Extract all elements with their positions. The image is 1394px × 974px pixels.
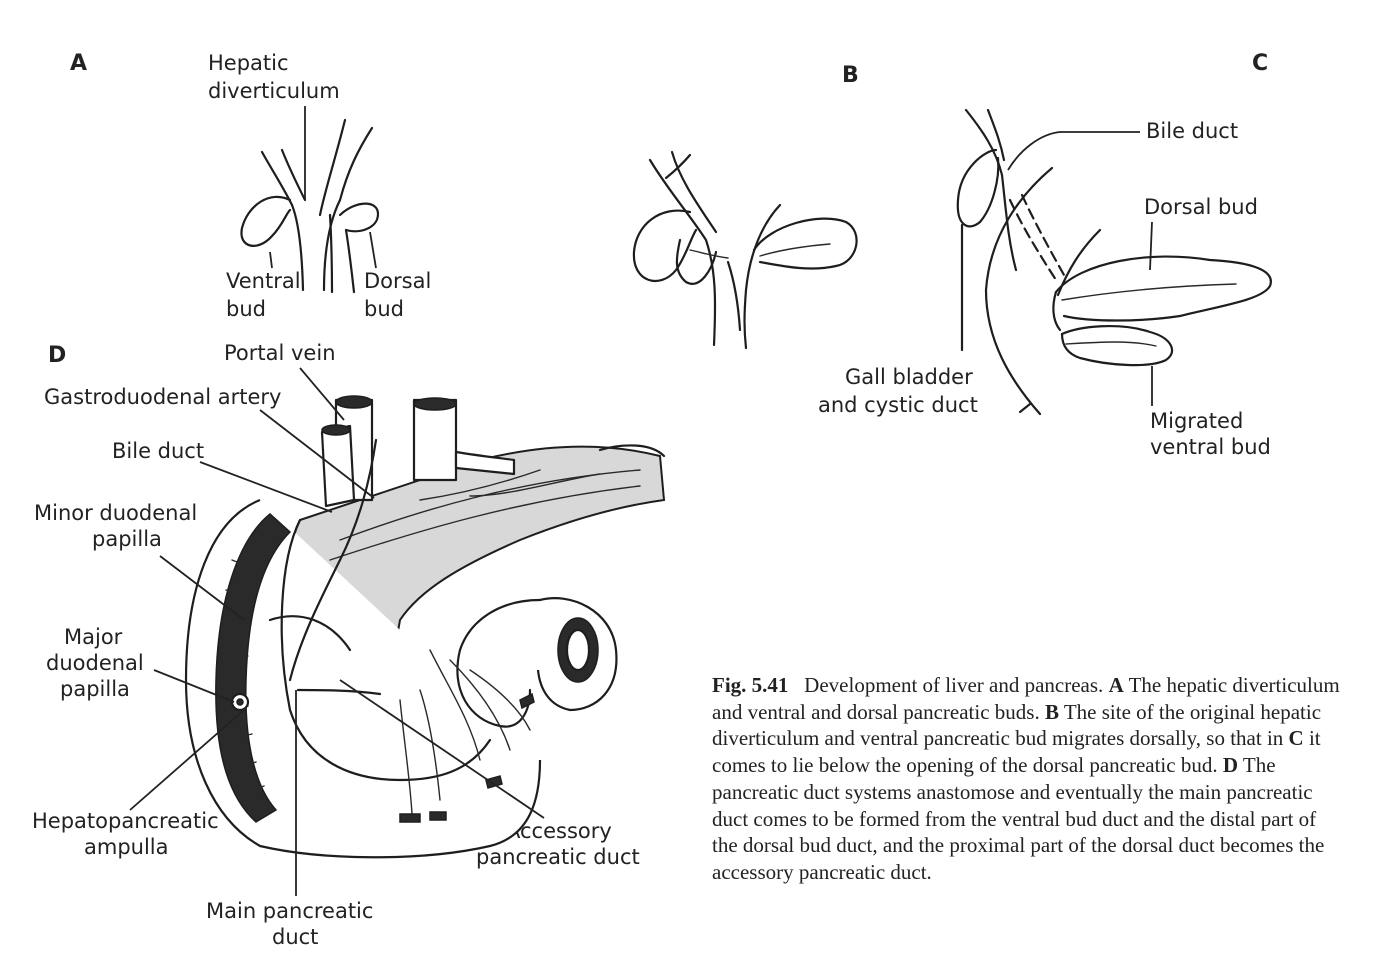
figure-caption: Fig. 5.41 Development of liver and pancr… xyxy=(712,672,1342,886)
label-hepatopancreatic-ampulla-2: ampulla xyxy=(84,835,169,859)
label-accessory-duct-2: pancreatic duct xyxy=(476,845,640,869)
leader-dorsal-bud-a xyxy=(369,231,377,269)
leader-bile-duct-c xyxy=(1007,131,1140,171)
caption-title: Development of liver and pancreas. xyxy=(804,673,1104,697)
label-bile-duct-c: Bile duct xyxy=(1146,119,1238,143)
panel-d: D Portal vein Gastroduodenal artery Bile… xyxy=(32,341,666,949)
caption-b-text: The site of the original hepatic diverti… xyxy=(712,699,1322,751)
caption-a-letter: A xyxy=(1108,673,1124,697)
caption-c-text: it comes to lie below the opening of the… xyxy=(712,726,1321,778)
label-minor-papilla-1: Minor duodenal xyxy=(34,501,197,525)
leader-accessory-duct xyxy=(339,679,545,819)
panel-b-letter: B xyxy=(842,63,859,88)
panel-d-letter: D xyxy=(48,343,66,368)
panel-c: C Bile duct Dorsal bud Gal xyxy=(818,51,1272,459)
label-migrated-ventral-bud-2: ventral bud xyxy=(1150,435,1271,459)
label-migrated-ventral-bud-1: Migrated xyxy=(1150,409,1243,433)
caption-fig-label: Fig. 5.41 xyxy=(712,673,789,697)
label-ventral-bud-2: bud xyxy=(226,297,266,321)
panel-b: B xyxy=(632,63,859,350)
leader-minor-papilla xyxy=(159,555,245,621)
label-ventral-bud-1: Ventral xyxy=(226,269,301,293)
caption-d-letter: D xyxy=(1222,753,1239,778)
leader-bile-duct-d xyxy=(199,461,333,513)
panel-c-drawing xyxy=(956,108,1272,416)
caption-c-letter: C xyxy=(1288,726,1304,751)
panel-a: A Hepatic diverticulum Ventral bud Dorsa… xyxy=(70,51,431,321)
label-minor-papilla-2: papilla xyxy=(92,527,162,551)
label-dorsal-bud-a-2: bud xyxy=(364,297,404,321)
label-major-papilla-3: papilla xyxy=(60,677,130,701)
label-main-pancreatic-duct-1: Main pancreatic xyxy=(206,899,373,923)
caption-d-text: The pancreatic duct systems anastomose a… xyxy=(712,753,1325,884)
label-dorsal-bud-a-1: Dorsal xyxy=(364,269,431,293)
label-major-papilla-1: Major xyxy=(64,625,123,649)
label-gastroduodenal-artery: Gastroduodenal artery xyxy=(44,385,281,409)
label-gall-bladder-2: and cystic duct xyxy=(818,393,978,417)
leader-dorsal-bud-c xyxy=(1149,221,1153,271)
label-gall-bladder-1: Gall bladder xyxy=(845,365,973,389)
label-hepatic-diverticulum-1: Hepatic xyxy=(208,51,289,75)
leader-ventral-bud xyxy=(269,251,273,269)
leader-gastroduodenal-artery xyxy=(259,409,375,499)
panel-d-drawing xyxy=(184,395,666,859)
panel-a-drawing xyxy=(240,118,380,294)
panel-b-drawing xyxy=(632,150,858,350)
leader-major-papilla xyxy=(153,669,235,703)
label-bile-duct-d: Bile duct xyxy=(112,439,204,463)
label-dorsal-bud-c: Dorsal bud xyxy=(1144,195,1258,219)
leader-portal-vein xyxy=(299,367,345,421)
label-hepatic-diverticulum-2: diverticulum xyxy=(208,79,340,103)
caption-a-text: The hepatic diverticulum and ventral and… xyxy=(712,673,1340,724)
leader-hepatopancreatic-ampulla xyxy=(129,709,245,811)
label-main-pancreatic-duct-2: duct xyxy=(272,925,318,949)
label-portal-vein: Portal vein xyxy=(224,341,336,365)
caption-b-letter: B xyxy=(1044,699,1059,724)
panel-c-letter: C xyxy=(1252,51,1268,76)
panel-a-letter: A xyxy=(70,51,87,76)
label-hepatopancreatic-ampulla-1: Hepatopancreatic xyxy=(32,809,219,833)
label-major-papilla-2: duodenal xyxy=(46,651,144,675)
